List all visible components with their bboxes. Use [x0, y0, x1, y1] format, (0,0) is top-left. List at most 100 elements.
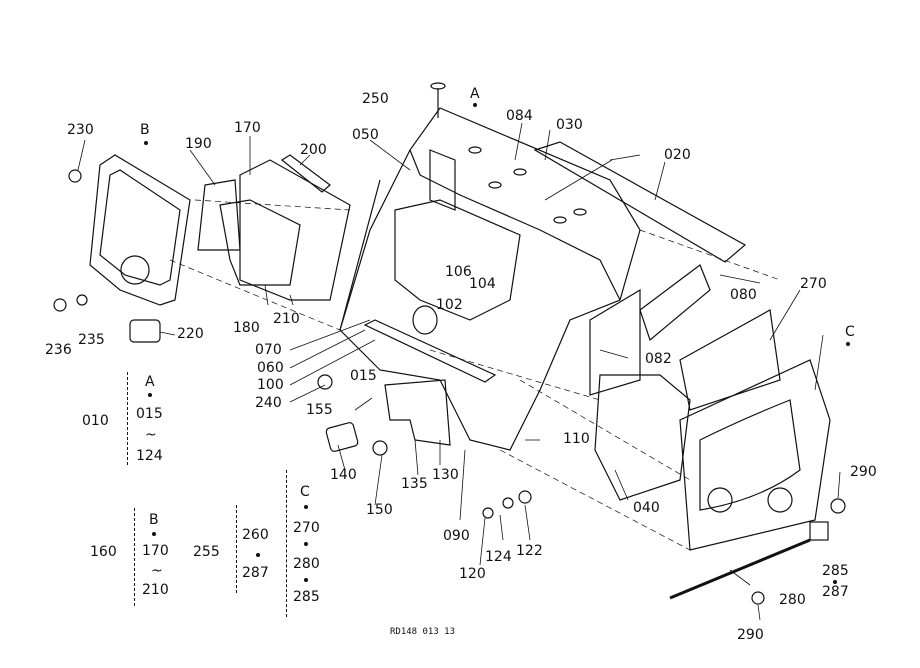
part-label-130: 130: [432, 467, 459, 483]
part-label-015: 015: [350, 368, 377, 384]
washer-235: [76, 294, 88, 306]
part-label-124: 124: [485, 549, 512, 565]
part-label-290-bottom: 290: [737, 627, 764, 643]
part-label-150: 150: [366, 502, 393, 518]
part-label-235: 235: [78, 332, 105, 348]
group-255-left-top: 260: [242, 527, 269, 543]
part-label-170: 170: [234, 120, 261, 136]
group-010-bracket: [127, 372, 128, 465]
panel-180: [219, 199, 301, 286]
group-010-marker: A: [145, 374, 155, 390]
group-010-tilde: ~: [145, 427, 157, 443]
part-label-240: 240: [255, 395, 282, 411]
part-label-155: 155: [306, 402, 333, 418]
part-label-200: 200: [300, 142, 327, 158]
group-255-code: 255: [193, 544, 220, 560]
cap-220: [129, 319, 161, 343]
group-255-left-dot: [256, 553, 260, 557]
part-label-236: 236: [45, 342, 72, 358]
bolt-236: [53, 298, 67, 312]
part-label-190: 190: [185, 136, 212, 152]
panel-080: [639, 264, 711, 342]
group-255-dot-3: [304, 578, 308, 582]
ref-dot-a: [473, 103, 477, 107]
group-010-from: 015: [136, 406, 163, 422]
group-160-bracket: [134, 508, 135, 606]
group-255-dot-1: [304, 505, 308, 509]
drawing-code: RD148 013 13: [390, 627, 456, 637]
part-label-060: 060: [257, 360, 284, 376]
group-255-left-bottom: 287: [242, 565, 269, 581]
panel-170: [239, 159, 351, 301]
group-255-bracket-left: [236, 505, 237, 593]
bar-060: [363, 319, 497, 383]
group-160-to: 210: [142, 582, 169, 598]
part-label-250: 250: [362, 91, 389, 107]
group-255-c2: 280: [293, 556, 320, 572]
part-label-220: 220: [177, 326, 204, 342]
group-010-code: 010: [82, 413, 109, 429]
ref-marker-c: C: [845, 324, 855, 340]
bolt-230: [68, 169, 82, 183]
group-255-dot-2: [304, 542, 308, 546]
group-255-marker: C: [300, 484, 310, 500]
group-255-bracket-right: [286, 470, 287, 617]
part-label-287: 287: [822, 584, 849, 600]
group-010-dot: [148, 393, 152, 397]
construction-lines: [169, 199, 781, 551]
ref-marker-b: B: [140, 122, 150, 138]
bolt-150: [372, 440, 388, 456]
part-label-180: 180: [233, 320, 260, 336]
dot-285-287: [833, 580, 837, 584]
panel-c: [679, 359, 831, 551]
ref-dot-c: [846, 342, 850, 346]
strip-020: [533, 141, 747, 263]
part-label-090: 090: [443, 528, 470, 544]
part-label-285: 285: [822, 563, 849, 579]
group-255-c3: 285: [293, 589, 320, 605]
main-panel-outline: [339, 107, 641, 451]
part-label-080: 080: [730, 287, 757, 303]
bolt-120: [482, 507, 494, 519]
panel-190: [197, 179, 241, 251]
group-160-code: 160: [90, 544, 117, 560]
washer-122: [518, 490, 532, 504]
strip-200: [280, 154, 331, 193]
part-label-050: 050: [352, 127, 379, 143]
group-010-to: 124: [136, 448, 163, 464]
bolt-290-top: [830, 498, 846, 514]
pad-140: [325, 422, 359, 452]
group-160-tilde: ~: [151, 563, 163, 579]
part-label-020: 020: [664, 147, 691, 163]
part-label-030: 030: [556, 117, 583, 133]
part-label-110: 110: [563, 431, 590, 447]
part-label-100: 100: [257, 377, 284, 393]
bolt-240: [317, 374, 333, 390]
leader-lines: [77, 122, 841, 621]
part-label-106: 106: [445, 264, 472, 280]
part-label-070: 070: [255, 342, 282, 358]
part-label-122: 122: [516, 543, 543, 559]
ref-marker-a: A: [470, 86, 480, 102]
rod-280: [669, 538, 811, 600]
part-label-135: 135: [401, 476, 428, 492]
part-label-104: 104: [469, 276, 496, 292]
part-label-084: 084: [506, 108, 533, 124]
group-160-dot: [152, 532, 156, 536]
panel-b: [89, 154, 191, 306]
part-label-280: 280: [779, 592, 806, 608]
part-label-140: 140: [330, 467, 357, 483]
ref-dot-b: [144, 141, 148, 145]
panel-082: [589, 288, 641, 396]
pad-285: [809, 521, 829, 541]
group-255-c1: 270: [293, 520, 320, 536]
bolt-290-bottom: [751, 591, 765, 605]
group-160-marker: B: [149, 512, 159, 528]
part-label-120: 120: [459, 566, 486, 582]
part-label-270: 270: [800, 276, 827, 292]
bracket-130: [384, 379, 451, 446]
part-label-040: 040: [633, 500, 660, 516]
group-160-from: 170: [142, 543, 169, 559]
part-label-102: 102: [436, 297, 463, 313]
